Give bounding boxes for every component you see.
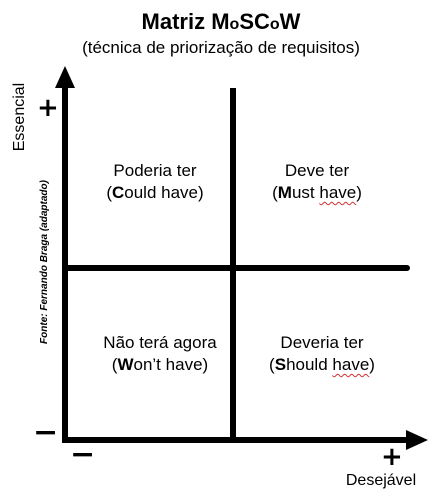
source-note: Fonte: Fernando Braga (adaptado) [39, 180, 50, 344]
quadrant-must-have-subtitle: (Must have) [272, 183, 362, 202]
y-minus-sign: − [33, 415, 59, 450]
quadrant-must-have: Deve ter (Must have) [242, 160, 392, 204]
y-axis-label: Essencial [11, 82, 28, 152]
quadrant-wont-have: Não terá agora (Won’t have) [80, 332, 240, 376]
y-plus-sign: + [37, 93, 59, 123]
diagram-title: Matriz MoSCoW [141, 9, 301, 34]
quadrant-must-have-title: Deve ter [284, 161, 350, 180]
quadrant-should-have-title: Deveria ter [280, 333, 364, 352]
x-minus-sign: − [70, 437, 96, 472]
x-plus-sign: + [381, 442, 403, 472]
y-axis-arrowhead [55, 66, 75, 88]
quadrant-should-have-subtitle: (Should have) [269, 355, 375, 374]
x-axis-label: Desejável [345, 472, 417, 489]
quadrant-could-have-subtitle: (Could have) [106, 183, 204, 202]
quadrant-could-have: Poderia ter (Could have) [80, 160, 230, 204]
diagram-subtitle: (técnica de priorização de requisitos) [82, 38, 360, 57]
quadrant-wont-have-subtitle: (Won’t have) [111, 355, 209, 374]
x-axis-arrowhead [406, 430, 428, 450]
quadrant-should-have: Deveria ter (Should have) [242, 332, 402, 376]
quadrant-wont-have-title: Não terá agora [103, 333, 217, 352]
quadrant-could-have-title: Poderia ter [113, 161, 197, 180]
